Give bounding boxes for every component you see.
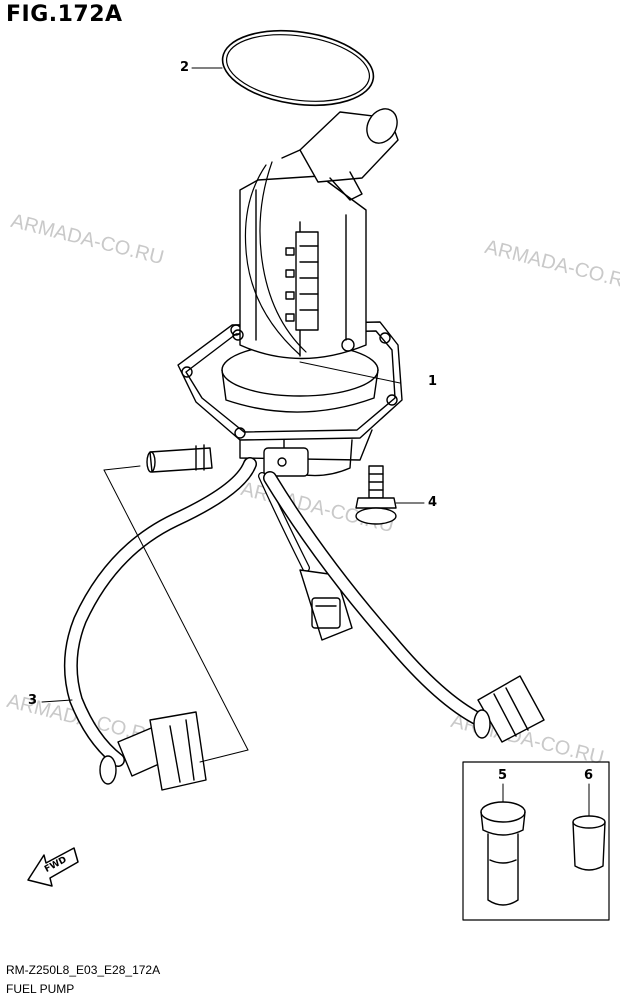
figure-title: FIG.172A	[6, 2, 123, 27]
forward-arrow-icon	[27, 847, 79, 887]
o-ring	[221, 30, 375, 106]
callout-2: 2	[180, 60, 190, 75]
cap	[572, 783, 606, 871]
callout-6: 6	[584, 768, 594, 783]
figure-name: FUEL PUMP	[6, 982, 75, 996]
callout-5: 5	[498, 768, 508, 783]
callout-3: 3	[28, 693, 38, 708]
bolt	[355, 465, 425, 525]
fuel-hose	[41, 457, 545, 791]
callout-4: 4	[428, 495, 438, 510]
hose-fitting	[480, 783, 526, 906]
inset-box	[462, 761, 610, 921]
figure-code: RM-Z250L8_E03_E28_172A	[6, 963, 161, 977]
callout-1: 1	[428, 374, 438, 389]
wire-harness	[258, 472, 353, 641]
fuel-pump-assembly	[146, 108, 403, 477]
